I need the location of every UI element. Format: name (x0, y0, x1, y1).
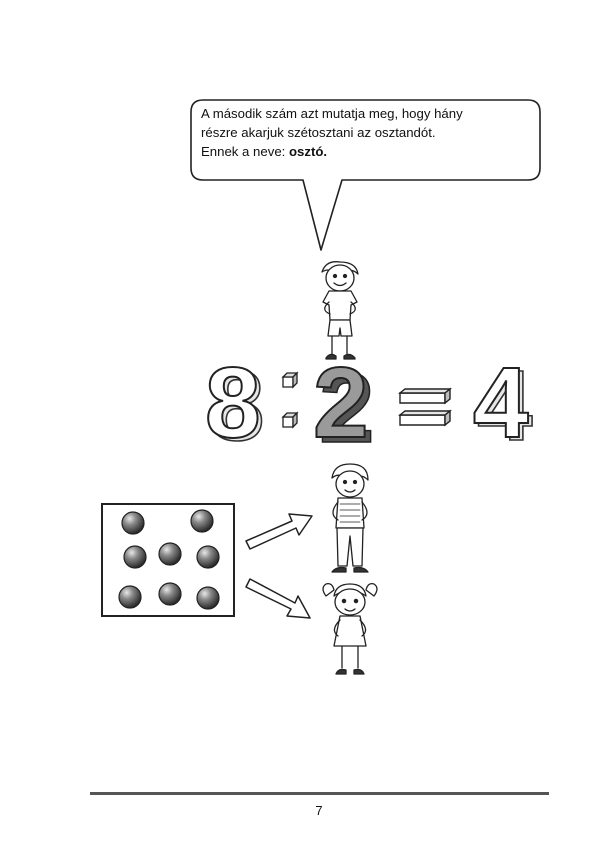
boy-face (325, 264, 355, 292)
bubble-line-2: részre akarjuk szétosztani az osztandót. (201, 125, 436, 140)
boy-recipient-illustration (331, 463, 369, 573)
divisor-digit-shadow: 2 (319, 355, 375, 455)
equals-sign (398, 387, 452, 427)
distribution-arrows (245, 513, 313, 619)
page-number: 7 (315, 803, 323, 818)
arrow-to-boy (245, 513, 313, 550)
dividend-digit-shadow: 8 (209, 355, 265, 455)
arrow-to-girl (245, 578, 311, 619)
dividend-digit: 8 (205, 355, 261, 455)
dot (190, 509, 214, 533)
girl-recipient-illustration (322, 582, 378, 675)
bubble-line-3: Ennek a neve: osztó. (201, 142, 541, 161)
division-sign (281, 371, 299, 429)
dot (123, 545, 147, 569)
dot (118, 585, 142, 609)
boy-shirt (322, 290, 358, 321)
footer-rule (90, 792, 549, 795)
dot (196, 545, 220, 569)
divisor-digit: 2 (313, 355, 369, 455)
boy-shorts (327, 319, 353, 337)
quotient-digit-shadow: 4 (477, 355, 533, 455)
bubble-line-3-prefix: Ennek a neve: (201, 144, 289, 159)
dots-box (101, 503, 235, 617)
dot (196, 586, 220, 610)
bubble-line-1: A második szám azt mutatja meg, hogy hán… (201, 106, 463, 121)
division-equation: 8 8 2 2 4 4 (204, 355, 534, 455)
speech-bubble-outline (190, 99, 541, 251)
dot (158, 542, 182, 566)
quotient-digit: 4 (473, 355, 529, 455)
dot (158, 582, 182, 606)
speech-bubble-text: A második szám azt mutatja meg, hogy hán… (201, 104, 541, 161)
boy-on-divisor-illustration (321, 261, 359, 360)
dot (121, 511, 145, 535)
divisor-term: osztó. (288, 144, 328, 159)
